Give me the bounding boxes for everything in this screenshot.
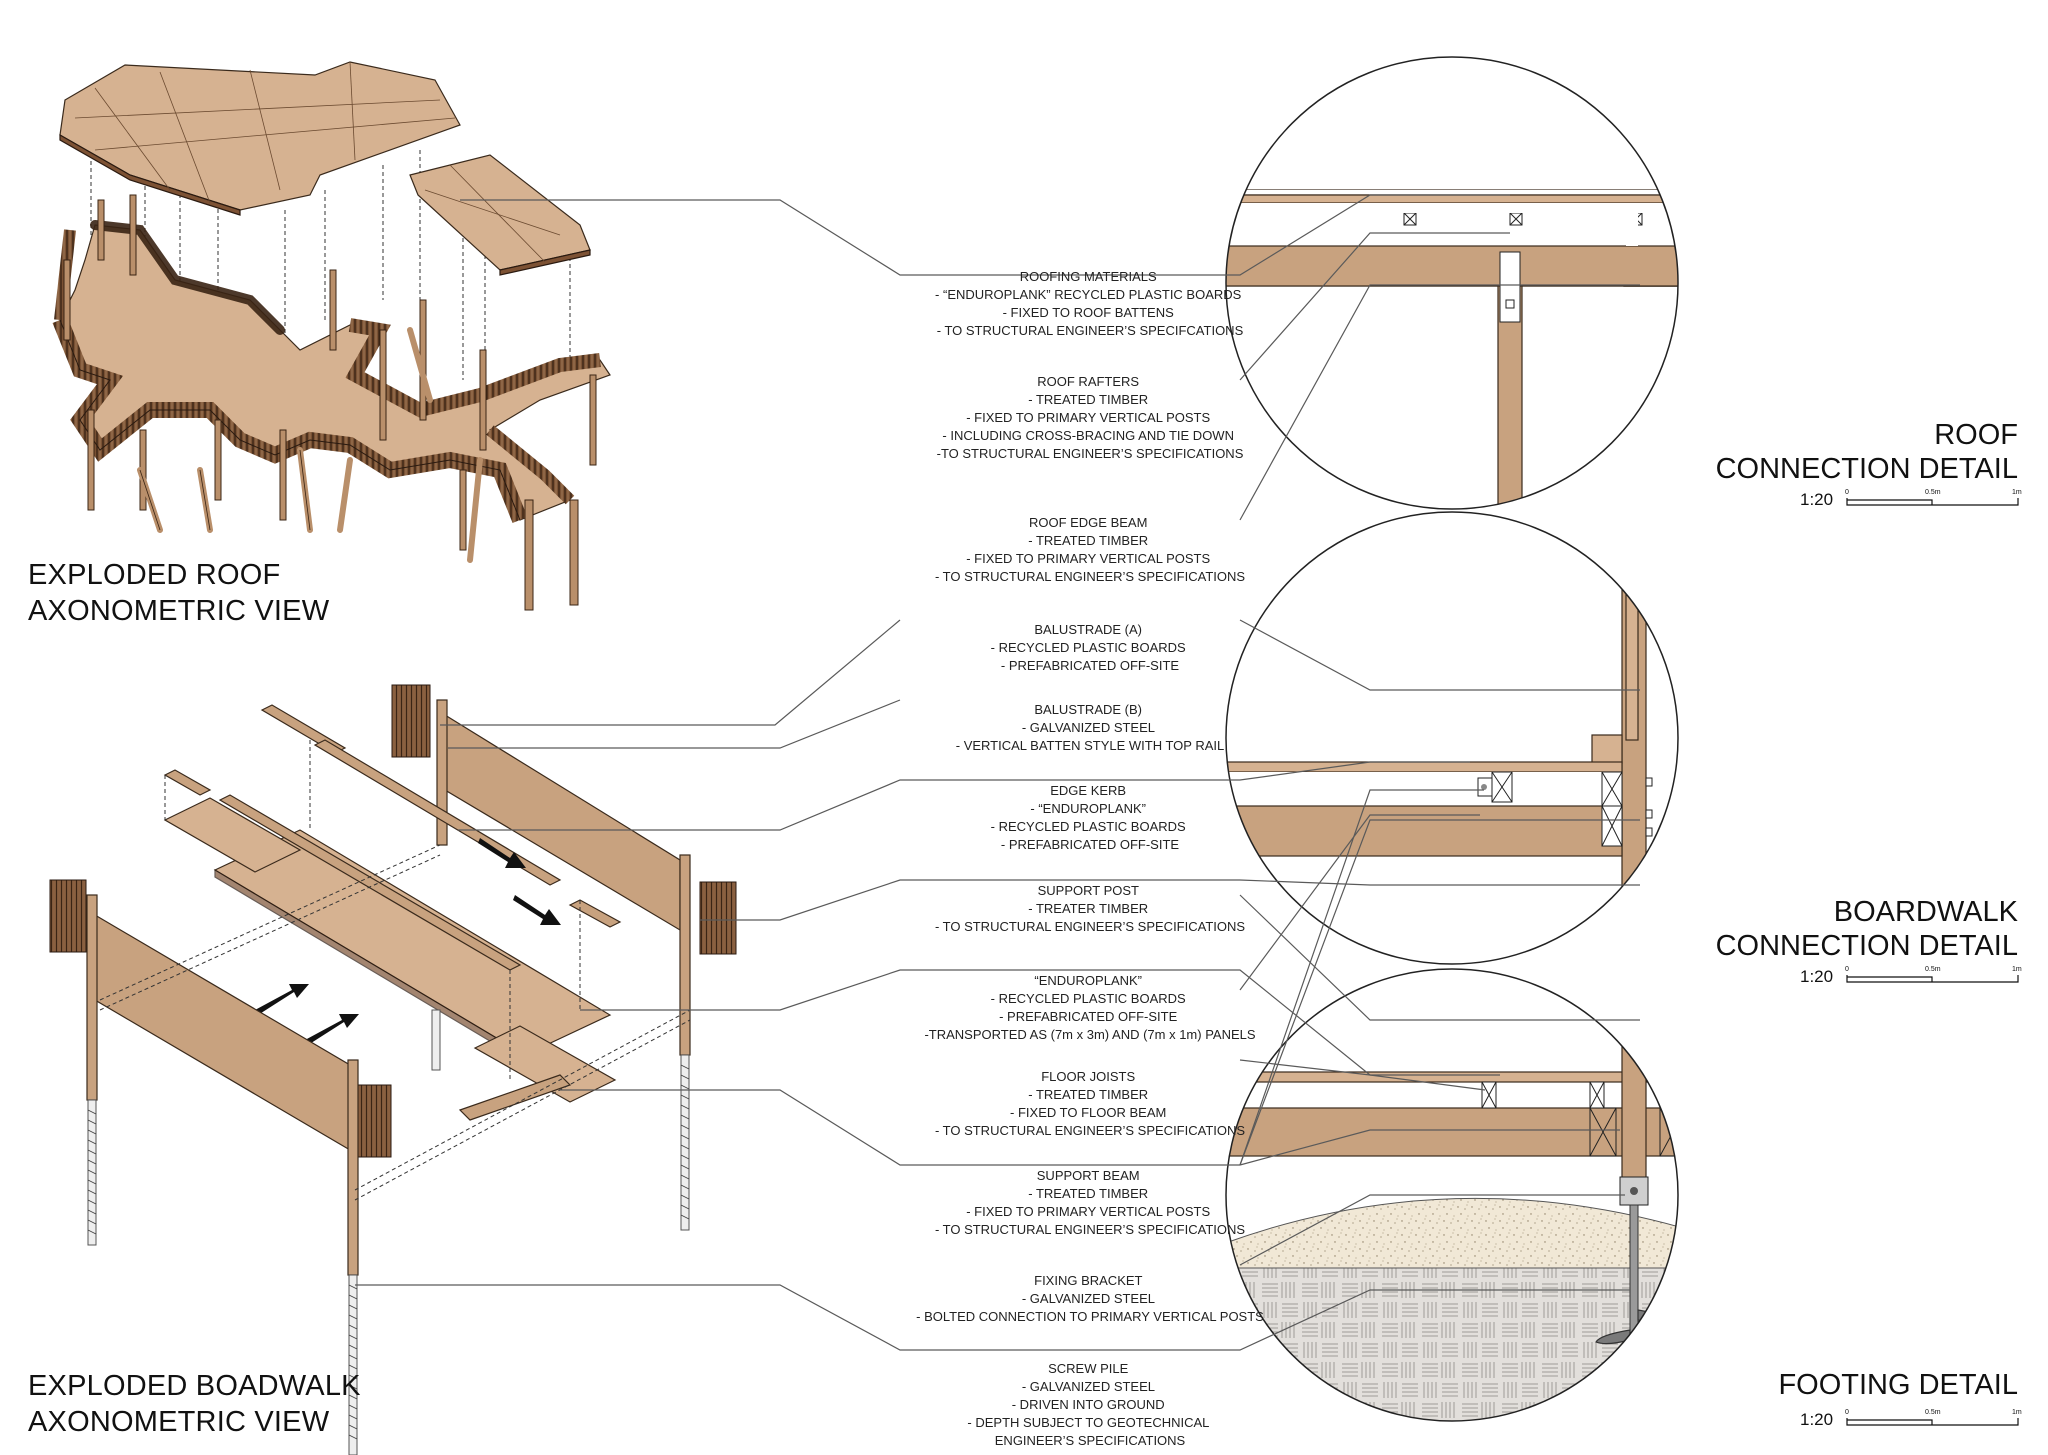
scale-tick-0: 0 <box>1845 1409 1849 1416</box>
balustrade-grille <box>391 684 431 758</box>
balustrade-grille <box>354 1084 392 1158</box>
balustrade-board-front <box>94 913 351 1152</box>
roof-detail-title-line-1: ROOF <box>1934 419 2018 451</box>
label-enduroplank: “ENDUROPLANK” - RECYCLED PLASTIC BOARDS … <box>924 973 1255 1042</box>
balustrade-board-back <box>444 713 681 932</box>
scale-tick-1: 1m <box>2012 966 2022 973</box>
scale-tick-half: 0.5m <box>1925 1409 1941 1416</box>
roof-detail-scale-bar <box>1846 498 2019 506</box>
roof-view-title-line-2: AXONOMETRIC VIEW <box>28 595 330 627</box>
roof-panel-main <box>59 61 461 216</box>
boardwalk-view-title-line-2: AXONOMETRIC VIEW <box>28 1406 330 1438</box>
scale-tick-1: 1m <box>2012 489 2022 496</box>
balustrade-grille <box>49 879 87 953</box>
balustrade-grille <box>699 881 737 955</box>
roof-detail-title-line-2: CONNECTION DETAIL <box>1716 453 2018 485</box>
label-edge-kerb: EDGE KERB - “ENDUROPLANK” - RECYCLED PLA… <box>991 783 1190 852</box>
label-roof-rafters: ROOF RAFTERS - TREATED TIMBER - FIXED TO… <box>937 374 1244 461</box>
label-balustrade-a: BALUSTRADE (A) - RECYCLED PLASTIC BOARDS… <box>991 622 1190 673</box>
label-support-post: SUPPORT POST - TREATER TIMBER - TO STRUC… <box>935 883 1245 934</box>
footing-detail: FOOTING DETAIL 1:20 0 0.5m 1m <box>1225 968 2022 1429</box>
scale-tick-half: 0.5m <box>1925 489 1941 496</box>
assembly-arrows <box>255 838 561 1045</box>
scale-tick-0: 0 <box>1845 489 1849 496</box>
roof-panel-secondary <box>409 154 591 276</box>
boardwalk-detail-title-line-1: BOARDWALK <box>1834 896 2019 928</box>
deck-panel-small <box>163 797 302 873</box>
footing-detail-scale-bar <box>1846 1418 2019 1426</box>
footing-detail-title: FOOTING DETAIL <box>1778 1369 2018 1401</box>
leader-lines <box>355 194 1640 1351</box>
roof-detail-scale: 1:20 <box>1800 490 1833 509</box>
scale-tick-1: 1m <box>2012 1409 2022 1416</box>
boardwalk-axonometric-drawing: EXPLODED BOADWALK AXONOMETRIC VIEW <box>28 684 737 1455</box>
label-roofing-materials: ROOFING MATERIALS - “ENDUROPLANK” RECYCL… <box>935 269 1245 338</box>
label-fixing-bracket: FIXING BRACKET - GALVANIZED STEEL - BOLT… <box>916 1273 1264 1324</box>
boardwalk-connection-detail: BOARDWALK CONNECTION DETAIL 1:20 0 0.5m … <box>1225 511 2022 986</box>
roof-view-title-line-1: EXPLODED ROOF <box>28 559 280 591</box>
boardwalk-detail-scale: 1:20 <box>1800 967 1833 986</box>
scale-tick-0: 0 <box>1845 966 1849 973</box>
roof-connection-detail: ROOF CONNECTION DETAIL 1:20 0 0.5m 1m <box>1225 56 2022 510</box>
scale-tick-half: 0.5m <box>1925 966 1941 973</box>
label-floor-joists: FLOOR JOISTS - TREATED TIMBER - FIXED TO… <box>935 1069 1245 1138</box>
annotation-labels: ROOFING MATERIALS - “ENDUROPLANK” RECYCL… <box>916 269 1264 1448</box>
boardwalk-view-title-line-1: EXPLODED BOADWALK <box>28 1370 361 1402</box>
boardwalk-detail-scale-bar <box>1846 975 2019 983</box>
boardwalk-detail-title-line-2: CONNECTION DETAIL <box>1716 930 2018 962</box>
roof-view-braces-outline <box>139 449 311 531</box>
label-support-beam: SUPPORT BEAM - TREATED TIMBER - FIXED TO… <box>935 1168 1245 1237</box>
label-balustrade-b: BALUSTRADE (B) - GALVANIZED STEEL - VERT… <box>956 702 1225 753</box>
footing-detail-scale: 1:20 <box>1800 1410 1833 1429</box>
boardwalk-drop-lines <box>99 740 691 1201</box>
label-roof-edge-beam: ROOF EDGE BEAM - TREATED TIMBER - FIXED … <box>935 515 1245 584</box>
roof-view-posts <box>63 194 597 611</box>
label-screw-pile: SCREW PILE - GALVANIZED STEEL - DRIVEN I… <box>967 1361 1212 1448</box>
roof-axonometric-drawing: EXPLODED ROOF AXONOMETRIC VIEW <box>28 61 611 627</box>
